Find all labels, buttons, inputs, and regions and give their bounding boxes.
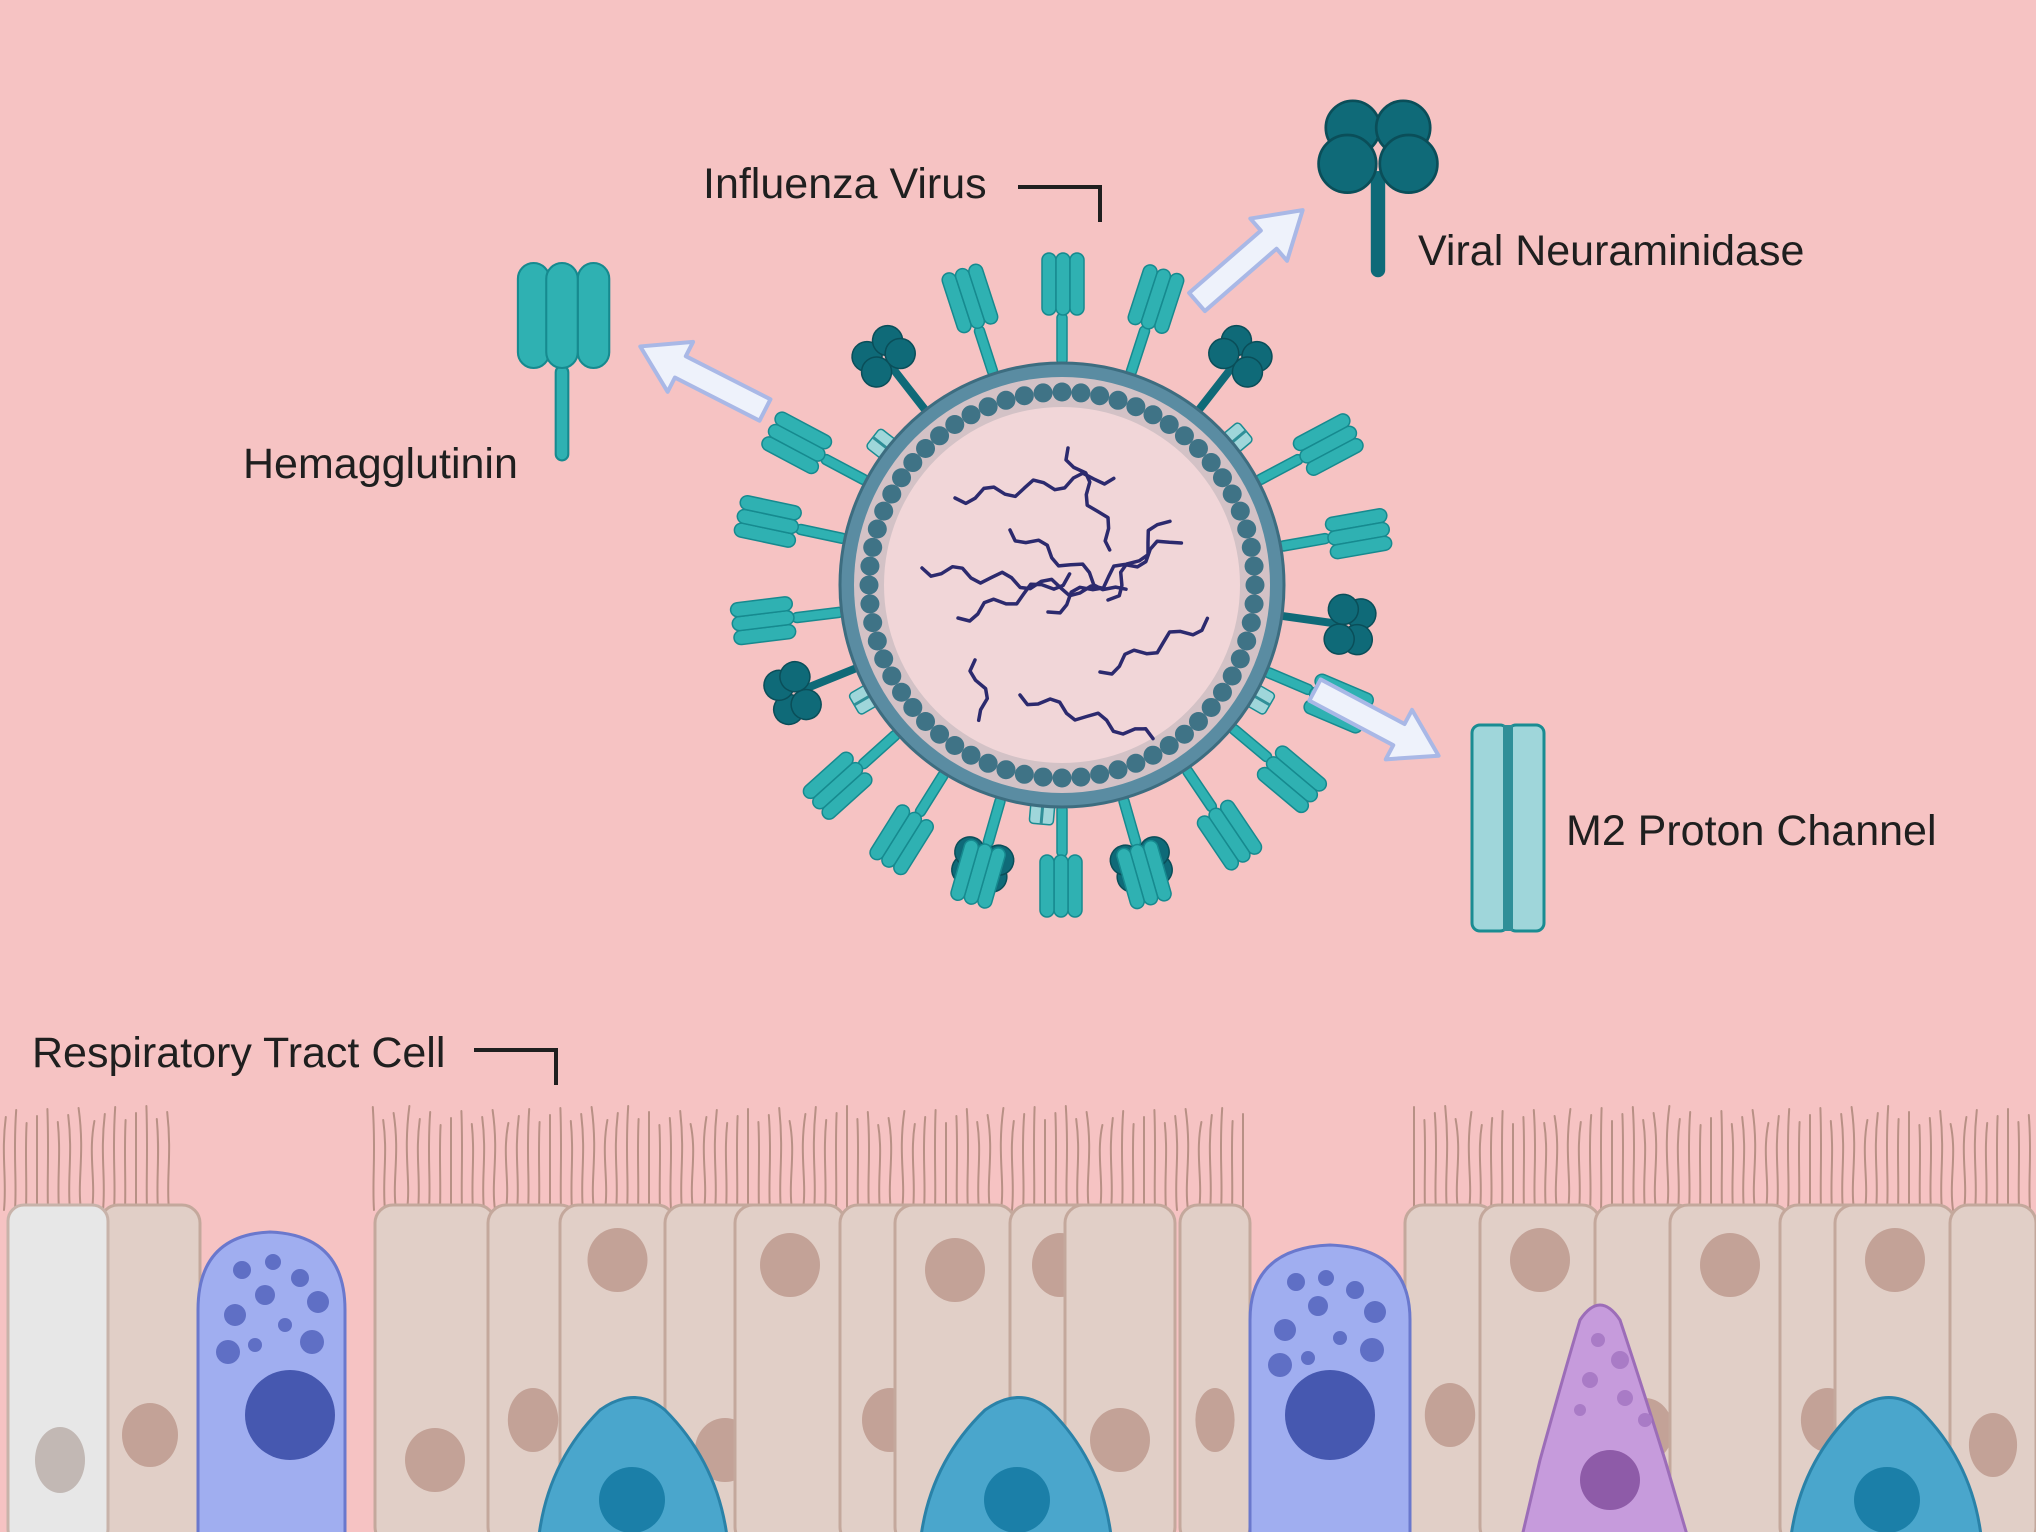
hemagglutinin-spike [729, 596, 845, 646]
hemagglutinin-spike [1228, 723, 1328, 814]
hemagglutinin-spike [1116, 795, 1172, 910]
hemagglutinin-spike [1277, 508, 1393, 560]
hemagglutinin-arrow [625, 319, 780, 437]
neuraminidase-spike [851, 324, 929, 413]
neuroendocrine-cell [1521, 1303, 1688, 1532]
m2-proton-channel-label: M2 Proton Channel [1566, 807, 1937, 855]
influenza-virus-bracket [1018, 185, 1102, 222]
rna-segment [956, 572, 1072, 623]
cilia-layer [2, 1105, 2032, 1211]
ciliated-cell [1948, 1203, 2036, 1532]
ciliated-cell [373, 1203, 497, 1532]
special-cells [6, 1203, 1983, 1532]
hemagglutinin-spike [1041, 252, 1085, 366]
hemagglutinin-spike [941, 263, 999, 377]
m2-channel-arrow [1302, 665, 1452, 780]
hemagglutinin-spike [733, 495, 848, 548]
goblet-cell [1248, 1243, 1412, 1532]
neuraminidase-spike [763, 660, 859, 726]
respiratory-tract-cell-label: Respiratory Tract Cell [32, 1029, 445, 1077]
ciliated-cell [1063, 1203, 1177, 1532]
neuraminidase-spike [1279, 593, 1377, 656]
ciliated-cell [1178, 1203, 1252, 1532]
hemagglutinin-spike [869, 770, 949, 876]
hemagglutinin-spike [802, 729, 901, 820]
neuraminidase-spike [1195, 324, 1273, 413]
rna-segment [1106, 519, 1172, 602]
ciliated-cell [98, 1203, 202, 1532]
neuraminidase-callout: Viral Neuraminidase [1176, 99, 1804, 326]
ciliated-cell [1668, 1203, 1792, 1532]
hemagglutinin-callout: Hemagglutinin [243, 261, 780, 488]
hemagglutinin-spike [1125, 264, 1185, 377]
basal-cell [537, 1396, 728, 1532]
hemagglutinin-spike [1039, 804, 1083, 918]
hemagglutinin-icon [516, 261, 611, 462]
basal-cell [920, 1396, 1113, 1532]
goblet-cell [196, 1230, 347, 1532]
respiratory-tract-callout: Respiratory Tract Cell [32, 1029, 558, 1085]
influenza-virus-callout: Influenza Virus [703, 160, 1102, 222]
viral-neuraminidase-label: Viral Neuraminidase [1418, 227, 1804, 275]
respiratory-tract-bracket [474, 1048, 558, 1085]
m2-channel-callout: M2 Proton Channel [1302, 665, 1937, 933]
matrix-protein-layer [859, 382, 1265, 788]
pale-columnar-cell [6, 1203, 110, 1532]
basal-cell [1790, 1396, 1983, 1532]
hemagglutinin-spike [1254, 413, 1364, 486]
viral-rna-segments [920, 446, 1210, 741]
virion-surface-proteins [729, 252, 1393, 918]
hemagglutinin-spike [761, 411, 870, 486]
influenza-virus-label: Influenza Virus [703, 160, 987, 208]
hemagglutinin-spike [950, 795, 1006, 909]
hemagglutinin-spike [1182, 765, 1263, 871]
respiratory-epithelium [2, 1105, 2036, 1532]
m2-proton-channel-icon [1470, 723, 1546, 933]
rna-segment [1046, 539, 1184, 615]
ciliated-cell [1403, 1203, 1497, 1532]
rna-segment [968, 658, 990, 723]
ciliated-cell [733, 1203, 847, 1532]
rna-segment [1098, 616, 1210, 676]
rna-segment [1064, 446, 1112, 552]
neuraminidase-arrow [1176, 187, 1324, 326]
rna-segment [1018, 693, 1155, 741]
hemagglutinin-label: Hemagglutinin [243, 440, 518, 488]
influenza-virion [729, 252, 1393, 918]
